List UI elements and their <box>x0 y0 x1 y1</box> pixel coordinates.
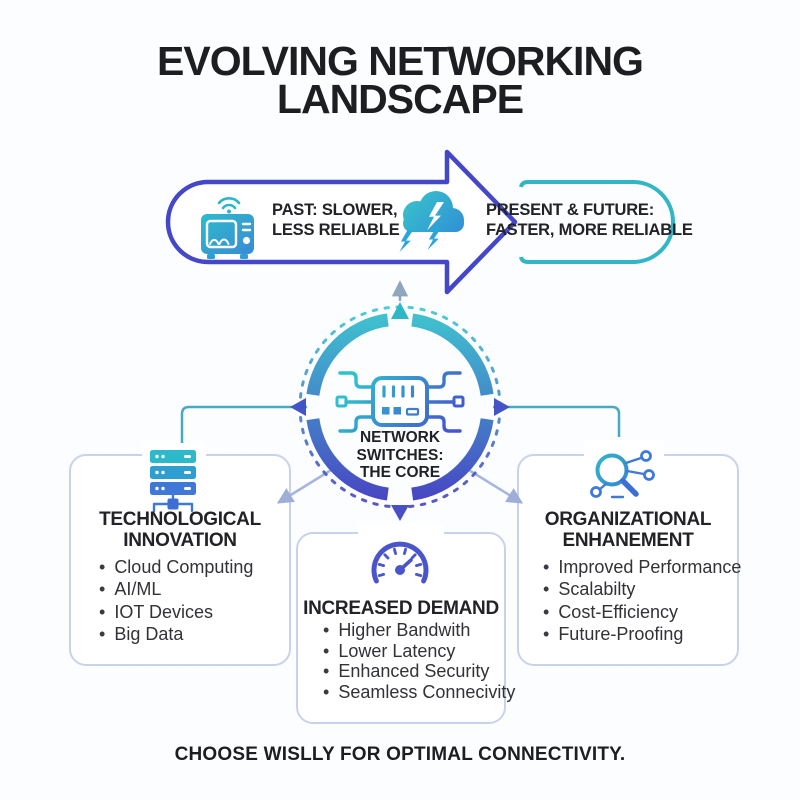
ring-direction-arrows <box>290 302 510 521</box>
page-title-line2: LANDSCAPE <box>276 76 524 122</box>
list-item: Improved Performance <box>543 556 741 578</box>
organizational-enhancement-list: Improved Performance Scalabilty Cost-Eff… <box>543 556 741 646</box>
list-item: Cloud Computing <box>99 556 253 578</box>
list-item: Future-Proofing <box>543 623 741 645</box>
technological-innovation-list: Cloud Computing AI/ML IOT Devices Big Da… <box>99 556 253 646</box>
server-stack-icon <box>150 450 196 513</box>
magnifier-network-icon <box>590 450 655 499</box>
diagonal-arrow-left <box>276 465 337 504</box>
list-item: Higher Bandwith <box>323 620 515 641</box>
page-title-line1: EVOLVING NETWORKING <box>157 38 644 84</box>
arrow-up-icon <box>391 302 409 319</box>
arrow-down-icon <box>391 505 409 521</box>
core-label: NETWORK SWITCHES: THE CORE <box>318 429 482 482</box>
right-elbow-connector <box>493 405 621 437</box>
past-label-line1: PAST: SLOWER, <box>272 201 398 219</box>
list-item: Big Data <box>99 623 253 645</box>
diagonal-arrow-right <box>463 465 524 504</box>
list-item: Seamless Connecivity <box>323 682 515 703</box>
future-label-line1: PRESENT & FUTURE: <box>486 201 655 219</box>
increased-demand-list: Higher Bandwith Lower Latency Enhanced S… <box>323 620 515 702</box>
increased-demand-title: INCREASED DEMAND <box>303 598 499 619</box>
core-label-line2: THE CORE <box>359 464 441 481</box>
technological-innovation-title: TECHNOLOGICAL INNOVATION <box>99 509 261 551</box>
list-item: Enhanced Security <box>323 661 515 682</box>
connector-lines <box>180 280 621 504</box>
arrow-left-icon <box>290 398 306 416</box>
future-pill <box>519 180 675 264</box>
future-label: PRESENT & FUTURE: FASTER, MORE RELIABLE <box>486 201 693 240</box>
retro-tv-wifi-icon <box>201 197 254 259</box>
page-title: EVOLVING NETWORKING LANDSCAPE <box>0 38 800 122</box>
footer-tagline: CHOOSE WISLLY FOR OPTIMAL CONNECTIVITY. <box>174 744 626 765</box>
network-switch-icon <box>335 371 465 433</box>
past-label-line2: LESS RELIABLE <box>272 220 400 239</box>
past-pill-arrow <box>165 149 518 295</box>
organizational-enhancement-title: ORGANIZATIONAL ENHANEMENT <box>544 509 712 551</box>
future-label-line2: FASTER, MORE RELIABLE <box>486 220 693 239</box>
speedometer-icon <box>371 541 429 584</box>
list-item: Scalabilty <box>543 578 741 600</box>
left-elbow-connector <box>180 405 307 443</box>
list-item: Lower Latency <box>323 641 515 662</box>
list-item: Cost-Efficiency <box>543 601 741 623</box>
core-label-line1: NETWORK SWITCHES: <box>356 429 444 464</box>
storm-cloud-lightning-icon <box>399 191 464 253</box>
arrow-right-icon <box>494 398 510 416</box>
list-item: AI/ML <box>99 578 253 600</box>
past-label: PAST: SLOWER, LESS RELIABLE <box>272 201 400 240</box>
evolution-banner <box>165 149 675 295</box>
list-item: IOT Devices <box>99 601 253 623</box>
